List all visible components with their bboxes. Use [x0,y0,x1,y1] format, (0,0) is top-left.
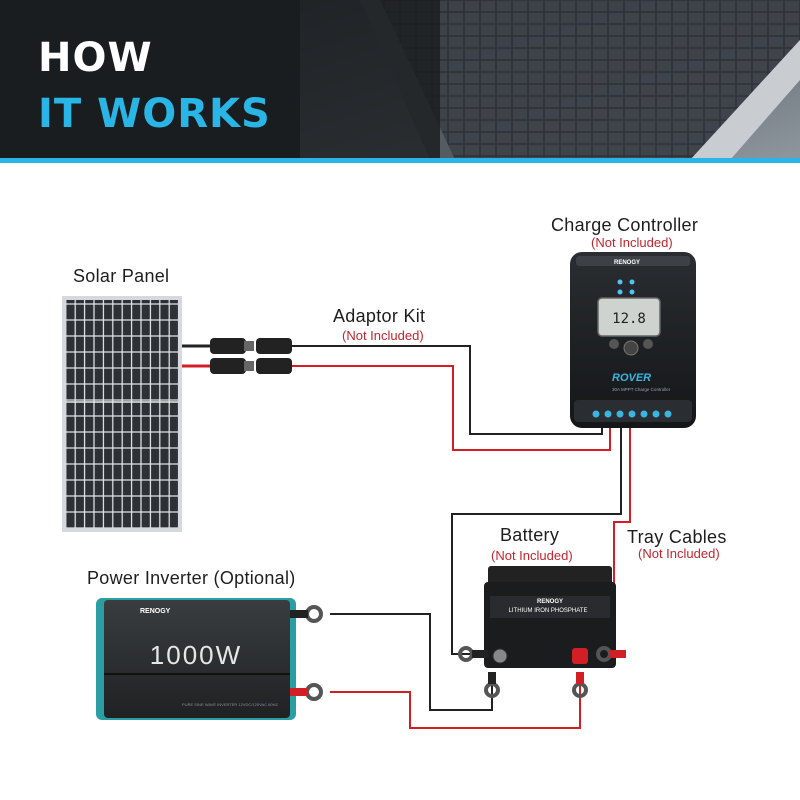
wire-panel-negative [290,345,603,435]
battery-graphic [484,566,616,668]
controller-subtitle: 30A MPPT Charge Controller [612,387,671,392]
inverter-graphic [96,598,323,720]
battery-chemistry: LITHIUM IRON PHOSPHATE [509,608,588,614]
header-banner: HOW IT WORKS [0,0,800,160]
led-indicators [617,279,635,295]
headline-line2: IT WORKS [38,91,271,137]
adaptor-kit-note: (Not Included) [342,328,424,343]
charge-controller-label: Charge Controller [551,215,699,235]
power-inverter-label: Power Inverter (Optional) [87,568,296,588]
solar-panel-graphic [62,296,182,532]
charge-controller-note: (Not Included) [591,235,673,250]
inverter-fine-print: PURE SINE WAVE INVERTER 12VDC/120VAC 60H… [182,702,278,707]
adaptor-kit-label: Adaptor Kit [333,306,426,326]
mc4-connectors [210,338,292,374]
wire-battery-inverter-negative [330,613,493,711]
battery-note: (Not Included) [491,548,573,563]
battery-ring-terminals [458,646,626,698]
tray-cables-label: Tray Cables [627,527,727,547]
battery-brand: RENOGY [537,599,563,605]
controller-model: ROVER [612,372,651,384]
controller-display-readout: 12.8 [612,311,646,327]
header-accent-bar [0,158,800,163]
tray-cables-note: (Not Included) [638,546,720,561]
controller-brand: RENOGY [614,260,640,266]
solar-panel-label: Solar Panel [73,266,170,286]
solar-array-photo [0,0,800,160]
headline-line1: HOW [38,35,153,81]
charge-controller-graphic [570,252,696,428]
terminal-ports [592,410,672,418]
battery-label: Battery [500,525,560,545]
wire-panel-positive [290,365,611,451]
wire-battery-inverter-positive [330,676,581,729]
inverter-brand: RENOGY [140,608,171,615]
inverter-rating: 1000W [150,640,242,670]
